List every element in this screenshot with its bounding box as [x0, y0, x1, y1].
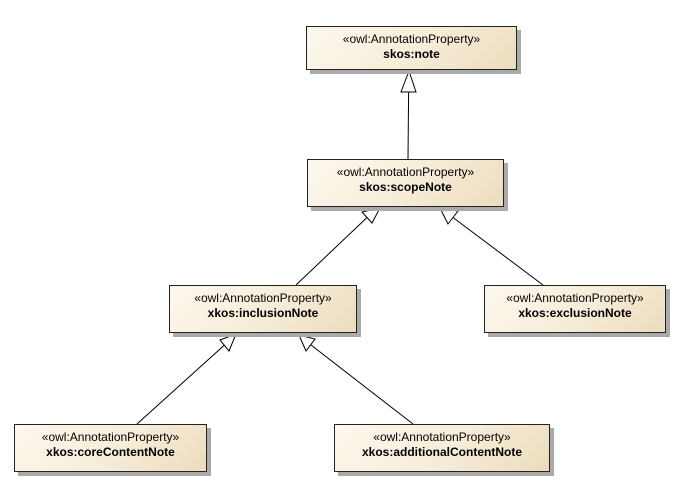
- class-xkos-additionalcontentnote[interactable]: «owl:AnnotationProperty» xkos:additional…: [334, 424, 550, 472]
- class-name: xkos:inclusionNote: [207, 306, 319, 320]
- generalization-corecontentnote-to-inclusionnote: [136, 333, 237, 425]
- class-name: xkos:exclusionNote: [518, 306, 632, 320]
- stereotype-label: «owl:AnnotationProperty»: [373, 430, 511, 444]
- class-name: xkos:coreContentNote: [46, 445, 175, 459]
- stereotype-label: «owl:AnnotationProperty»: [506, 291, 644, 305]
- stereotype-label: «owl:AnnotationProperty»: [194, 291, 332, 305]
- class-xkos-inclusionnote[interactable]: «owl:AnnotationProperty» xkos:inclusionN…: [169, 285, 357, 333]
- generalization-scopenote-to-note: [400, 69, 417, 160]
- class-name: xkos:additionalContentNote: [361, 445, 522, 459]
- class-name: skos:note: [383, 47, 440, 61]
- generalization-additionalcontentnote-to-inclusionnote: [298, 334, 414, 425]
- class-name: skos:scopeNote: [359, 180, 452, 194]
- class-skos-note[interactable]: «owl:AnnotationProperty» skos:note: [306, 26, 517, 70]
- stereotype-label: «owl:AnnotationProperty»: [41, 430, 180, 444]
- generalization-exclusionnote-to-scopenote: [439, 207, 544, 286]
- class-xkos-corecontentnote[interactable]: «owl:AnnotationProperty» xkos:coreConten…: [14, 424, 207, 472]
- class-skos-scopenote[interactable]: «owl:AnnotationProperty» skos:scopeNote: [307, 159, 504, 207]
- stereotype-label: «owl:AnnotationProperty»: [336, 165, 475, 179]
- class-xkos-exclusionnote[interactable]: «owl:AnnotationProperty» xkos:exclusionN…: [484, 285, 666, 333]
- generalization-inclusionnote-to-scopenote: [295, 207, 381, 286]
- stereotype-label: «owl:AnnotationProperty»: [342, 32, 481, 46]
